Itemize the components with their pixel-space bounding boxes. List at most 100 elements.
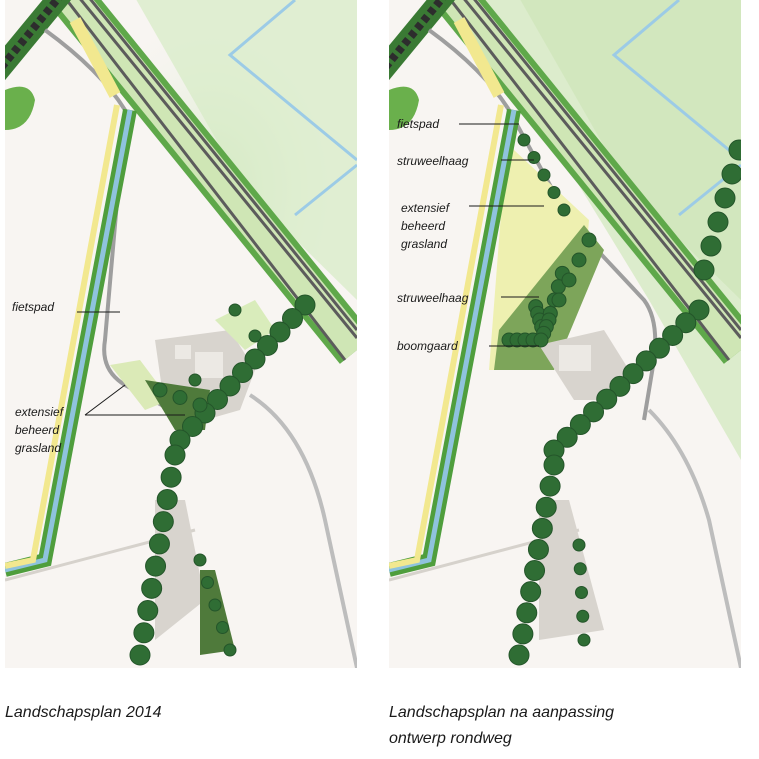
tree-icon [145,555,167,577]
yellow-strip-top [453,17,505,98]
water-ditch [227,0,357,162]
tree-icon [700,235,722,257]
tree-icon [148,533,170,555]
tree-icon [533,332,549,348]
lane-paving [155,500,205,640]
tree-icon [714,187,736,209]
yellow-strip [389,104,504,569]
tree-icon [535,496,557,518]
label-fietspad: fietspad [12,300,55,314]
tree-icon [248,329,262,343]
tree-icon [556,426,578,448]
yellow-strip-top [69,17,121,98]
grasland-patch [110,360,170,410]
tree-icon [583,401,605,423]
tree-icon [244,348,266,370]
tree-icon [575,586,588,599]
tree-triangle [200,570,235,655]
tree-icon [648,337,670,359]
tree-icon [228,303,242,317]
tree-icon [557,203,571,217]
tree-icon [576,609,590,623]
tree-icon [201,576,214,589]
tree-icon [192,397,208,413]
highway-lane-2 [89,0,357,331]
tree-icon [207,389,228,410]
tree-icon [527,538,549,560]
building-2 [175,345,191,359]
tree-icon [707,211,729,233]
tree-icon [517,133,531,147]
railway-track [389,0,446,70]
tree-icon [172,390,188,405]
tree-icon [520,581,542,603]
tree-icon [269,321,291,343]
label-struweelhaag-1: struweelhaag [397,154,469,168]
road-right [647,408,741,668]
tree-icon [569,414,591,436]
tree-icon [282,308,303,329]
tree-icon [137,600,159,622]
green-field-area [520,0,741,300]
tree-icon [635,350,657,372]
green-patch [5,86,35,130]
map-landschapsplan-aanpassing: fietspad struweelhaag extensief beheerd … [389,0,741,668]
tree-icon [152,382,168,398]
tree-icon [577,633,591,647]
lane-paving [539,500,604,640]
tree-icon [543,454,565,476]
highway-verge-inner [436,0,741,361]
tree-icon [721,163,741,185]
tree-icon [581,232,597,248]
tree-icon [531,517,553,539]
tree-icon [662,324,684,346]
water-ditch [611,0,741,162]
tree-icon [728,139,741,161]
tree-icon [693,259,715,281]
railway-track [5,0,62,70]
tree-icon [596,388,618,410]
tree-icon [133,622,155,644]
tree-icon [508,644,530,666]
tree-icon [257,335,278,356]
trees-right [501,133,741,666]
tree-icon [188,373,202,387]
map-landschapsplan-2014: fietspad extensief beheerd grasland [5,0,357,668]
tree-icon [232,362,253,383]
label-grasland: extensief beheerd grasland [401,201,450,251]
building [195,352,223,378]
tree-icon [622,363,644,385]
green-patch [389,86,419,130]
tree-icon [193,553,207,567]
tree-icon [516,602,538,624]
tree-icon [688,299,710,321]
tree-icon [571,252,587,268]
tree-icon [156,488,178,510]
tree-icon [573,562,587,576]
caption-right: Landschapsplan na aanpassing ontwerp ron… [389,704,615,747]
tree-icon [223,643,237,657]
tree-icon [164,444,186,466]
label-boomgaard: boomgaard [397,339,458,353]
road-right [248,393,357,668]
tree-icon [524,560,546,582]
canal-water [389,109,517,573]
highway-lane-3 [448,0,731,361]
tree-icon [294,294,316,316]
highway-lane-1 [79,0,357,339]
label-struweelhaag-2: struweelhaag [397,291,469,305]
yellow-strip [5,104,120,569]
label-grasland: extensief beheerd grasland [15,405,64,455]
water-ditch-2 [294,163,357,217]
tree-icon [609,375,631,397]
tree-icon [208,598,222,612]
tree-icon [675,312,697,334]
tree-icon [551,292,567,308]
tree-icon [219,375,241,397]
tree-icon [129,644,151,666]
tree-icon [547,186,561,199]
map-drawing-right [389,0,741,668]
tree-icon [141,577,163,599]
building [559,345,591,371]
highway-verge-inner [52,0,357,361]
